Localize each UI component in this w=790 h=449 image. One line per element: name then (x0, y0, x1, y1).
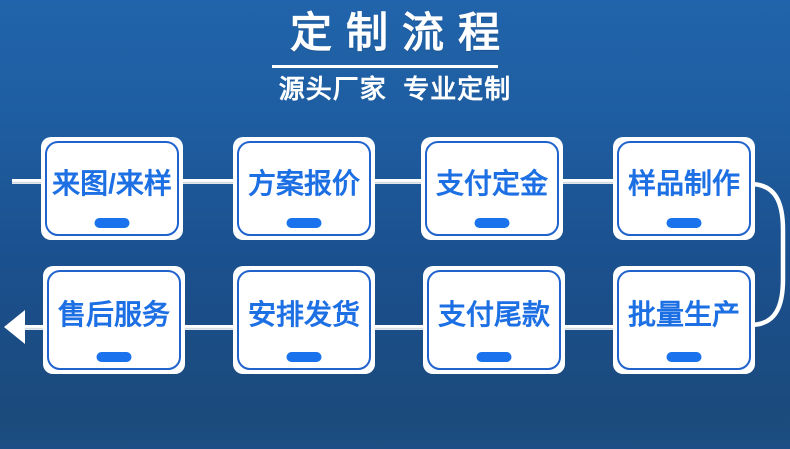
step-label: 方案报价 (247, 167, 360, 199)
arrow-tail-line (22, 325, 45, 330)
curve-path (749, 181, 786, 328)
step-label: 支付定金 (435, 167, 548, 199)
step-underline-dash (94, 218, 130, 228)
step-underline-dash (476, 352, 512, 362)
step-label: 支付尾款 (437, 299, 550, 330)
left-arrow-icon (4, 310, 25, 344)
step-mass-production: 批量生产 (613, 266, 755, 374)
connector-line (561, 179, 615, 184)
connector-line (181, 179, 235, 184)
page-subtitle: 源头厂家 专业定制 (278, 74, 512, 104)
step-pay-balance: 支付尾款 (423, 266, 565, 374)
step-after-sales-service: 售后服务 (43, 266, 185, 374)
connector-line (178, 325, 235, 330)
step-label: 样品制作 (627, 167, 740, 199)
step-pay-deposit: 支付定金 (421, 137, 563, 240)
connector-line (558, 325, 617, 330)
page-title: 定制流程 (289, 9, 514, 56)
connector-line (371, 179, 423, 184)
step-underline-dash (96, 352, 132, 362)
step-underline-dash (286, 352, 322, 362)
step-label: 来图/来样 (52, 167, 172, 199)
step-underline-dash (474, 218, 510, 228)
connector-line (368, 325, 425, 330)
step-plan-quote: 方案报价 (233, 137, 375, 240)
step-label: 售后服务 (57, 299, 170, 330)
step-provide-design-sample: 来图/来样 (41, 137, 183, 240)
step-sample-making: 样品制作 (613, 137, 755, 240)
step-underline-dash (666, 352, 702, 362)
title-divider (272, 65, 498, 68)
step-arrange-shipping: 安排发货 (233, 266, 375, 374)
step-label: 安排发货 (247, 299, 360, 330)
step-underline-dash (666, 218, 702, 228)
flow-start-line (12, 179, 42, 184)
step-label: 批量生产 (627, 299, 740, 330)
step-underline-dash (286, 218, 322, 228)
right-turn-connector (749, 181, 786, 328)
